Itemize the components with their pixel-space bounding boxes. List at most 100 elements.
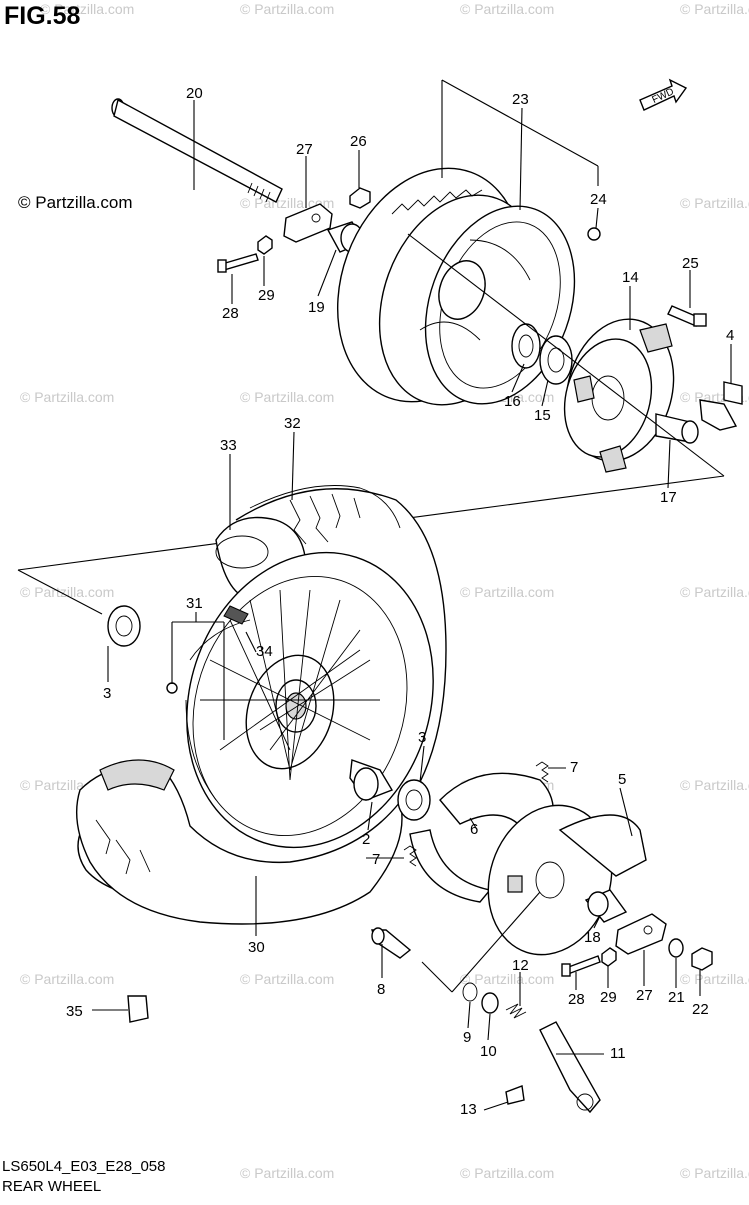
callout-13: 13 bbox=[460, 1101, 477, 1118]
callout-29b: 29 bbox=[600, 989, 617, 1006]
spoke-nipple-31 bbox=[166, 605, 249, 694]
callout-32: 32 bbox=[284, 415, 301, 432]
watermark: © Partzilla.com bbox=[240, 971, 334, 987]
leader-lines-lower bbox=[92, 431, 701, 1111]
nut-22 bbox=[691, 947, 713, 971]
watermark: © Partzilla.com bbox=[680, 1, 749, 17]
watermark: © Partzilla.com bbox=[680, 777, 749, 793]
callout-3b: 3 bbox=[418, 729, 426, 746]
callout-12: 12 bbox=[512, 957, 529, 974]
callout-33: 33 bbox=[220, 437, 237, 454]
rear-sprocket-23 bbox=[336, 167, 576, 406]
chain-adjuster-27b bbox=[615, 913, 667, 955]
callout-22: 22 bbox=[692, 1001, 709, 1018]
watermark: © Partzilla.com bbox=[40, 1, 134, 17]
callout-7: 7 bbox=[570, 759, 578, 776]
figure-title: FIG.58 bbox=[4, 2, 81, 30]
callout-7b: 7 bbox=[372, 851, 380, 868]
watermark: © Partzilla.com bbox=[240, 389, 334, 405]
watermark: © Partzilla.com bbox=[680, 971, 749, 987]
bolt-28b bbox=[561, 955, 601, 977]
callout-15: 15 bbox=[534, 407, 551, 424]
callout-28b: 28 bbox=[568, 991, 585, 1008]
callout-31: 31 bbox=[186, 595, 203, 612]
bolt-24 bbox=[587, 227, 601, 241]
watermark: © Partzilla.com bbox=[460, 971, 554, 987]
callout-20: 20 bbox=[186, 85, 203, 102]
watermark: © Partzilla.com bbox=[460, 584, 554, 600]
callout-19: 19 bbox=[308, 299, 325, 316]
callout-29: 29 bbox=[258, 287, 275, 304]
watermark: © Partzilla.com bbox=[680, 195, 749, 211]
watermark: © Partzilla.com bbox=[240, 195, 334, 211]
callout-18: 18 bbox=[584, 929, 601, 946]
chain-adjuster-27 bbox=[283, 203, 333, 243]
seal-16 bbox=[511, 323, 541, 369]
callout-25: 25 bbox=[682, 255, 699, 272]
brake-arm-11 bbox=[539, 1021, 601, 1114]
watermark: © Partzilla.com bbox=[460, 1165, 554, 1181]
watermark: © Partzilla.com bbox=[20, 971, 114, 987]
spring-7 bbox=[403, 761, 549, 867]
callout-5: 5 bbox=[618, 771, 626, 788]
sprocket-hub-14 bbox=[563, 318, 675, 473]
callout-10: 10 bbox=[480, 1043, 497, 1060]
spacer-2 bbox=[349, 759, 394, 801]
fwd-label: FWD bbox=[650, 86, 675, 106]
watermark: © Partzilla.com bbox=[240, 1, 334, 17]
callout-labels: 20 23 27 26 24 14 25 4 28 29 19 16 15 17… bbox=[66, 85, 734, 1118]
callout-6: 6 bbox=[470, 821, 478, 838]
washer-21 bbox=[668, 938, 684, 958]
callout-27: 27 bbox=[296, 141, 313, 158]
bolt-28 bbox=[217, 253, 259, 273]
watermark: © Partzilla.com bbox=[20, 389, 114, 405]
watermark: © Partzilla.com bbox=[20, 584, 114, 600]
callout-21: 21 bbox=[668, 989, 685, 1006]
callout-2: 2 bbox=[362, 831, 370, 848]
callout-23: 23 bbox=[512, 91, 529, 108]
callout-11: 11 bbox=[610, 1045, 626, 1062]
watermark: © Partzilla.com bbox=[460, 1, 554, 17]
bolt-13 bbox=[505, 1085, 525, 1105]
callout-35: 35 bbox=[66, 1003, 83, 1020]
nut-26 bbox=[349, 187, 371, 209]
callout-3: 3 bbox=[103, 685, 111, 702]
callout-14: 14 bbox=[622, 269, 639, 286]
brake-cam-8 bbox=[371, 927, 412, 959]
callout-17: 17 bbox=[660, 489, 677, 506]
watermark: © Partzilla.com bbox=[240, 1165, 334, 1181]
collar-17 bbox=[655, 413, 699, 444]
callout-24: 24 bbox=[590, 191, 607, 208]
callout-28: 28 bbox=[222, 305, 239, 322]
callout-9: 9 bbox=[463, 1029, 471, 1046]
fwd-arrow-icon: FWD bbox=[639, 78, 688, 111]
nut-29 bbox=[257, 235, 273, 255]
watermark: © Partzilla.com bbox=[680, 1165, 749, 1181]
callout-26: 26 bbox=[350, 133, 367, 150]
callout-27b: 27 bbox=[636, 987, 653, 1004]
nut-29b bbox=[601, 947, 617, 967]
bearing-3 bbox=[107, 605, 141, 647]
callout-4: 4 bbox=[726, 327, 734, 344]
washer-10 bbox=[481, 992, 499, 1014]
collar-18 bbox=[584, 889, 628, 923]
valve-cap-35 bbox=[127, 995, 149, 1023]
copyright-text: © Partzilla.com bbox=[18, 193, 133, 212]
damper-4 bbox=[699, 381, 743, 431]
brake-panel-5 bbox=[487, 804, 647, 956]
spring-12 bbox=[505, 1003, 527, 1019]
model-code: LS650L4_E03_E28_058 bbox=[2, 1158, 166, 1175]
callout-30: 30 bbox=[248, 939, 265, 956]
callout-8: 8 bbox=[377, 981, 385, 998]
o-ring-9 bbox=[462, 982, 478, 1002]
callout-34: 34 bbox=[256, 643, 273, 660]
bearing-3b bbox=[397, 779, 431, 821]
callout-16: 16 bbox=[504, 393, 521, 410]
watermark: © Partzilla.com bbox=[680, 584, 749, 600]
axle-20 bbox=[111, 98, 283, 203]
bearing-15 bbox=[539, 335, 573, 385]
section-name: REAR WHEEL bbox=[2, 1178, 102, 1195]
bolt-25 bbox=[667, 305, 707, 327]
